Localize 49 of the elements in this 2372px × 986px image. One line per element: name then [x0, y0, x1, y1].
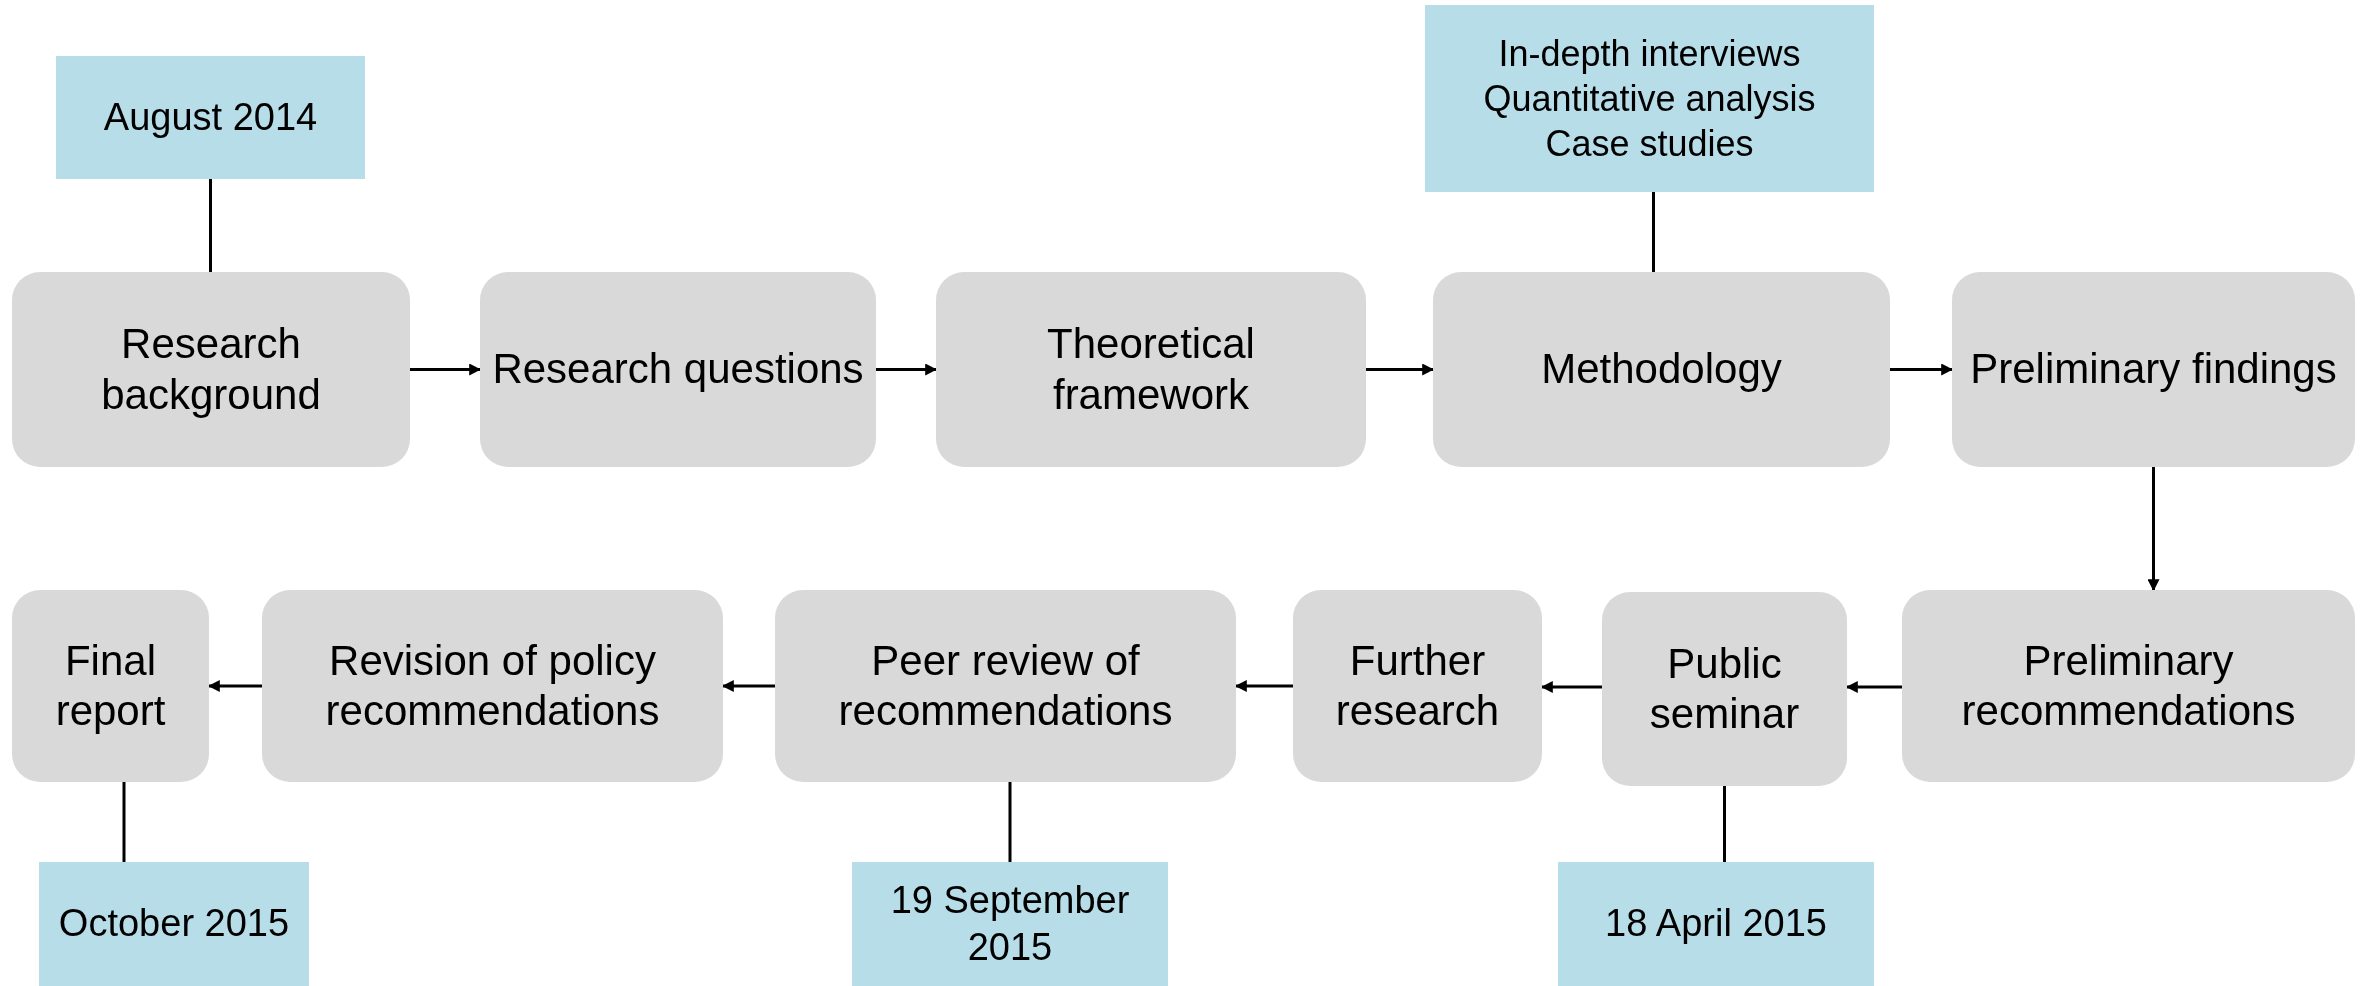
process-box [936, 272, 1366, 467]
date-box [39, 862, 309, 986]
box-label: Research background [100, 319, 322, 420]
connector-line [209, 179, 212, 272]
process-box [12, 272, 410, 467]
connector-line [122, 782, 126, 862]
box-label: Quantitative analysis [1483, 77, 1816, 121]
process-box [1602, 592, 1847, 786]
arrow [721, 680, 775, 692]
process-box [12, 590, 209, 782]
arrow [876, 363, 938, 376]
box-label: October 2015 [58, 901, 290, 947]
box-label: Research questions [492, 344, 864, 395]
box-label: Further research [1334, 635, 1501, 736]
connector-line [1008, 782, 1012, 862]
process-box [775, 590, 1236, 782]
process-box [1902, 590, 2355, 782]
arrow [1234, 680, 1293, 692]
box-label: Preliminary findings [1970, 344, 2337, 395]
box-label: Final report [54, 635, 167, 736]
connector-line [1723, 786, 1726, 862]
date-box [56, 56, 365, 179]
box-label: Methodology [1541, 344, 1782, 395]
process-box [1952, 272, 2355, 467]
box-label: August 2014 [103, 94, 318, 140]
method-box [1425, 5, 1874, 192]
box-label: Revision of policy recommendations [324, 635, 661, 736]
process-box [262, 590, 723, 782]
arrow [2147, 467, 2160, 592]
box-label: 19 September 2015 [889, 877, 1131, 970]
arrow [1890, 363, 1954, 376]
box-label: Peer review of recommendations [837, 635, 1174, 736]
box-label: Theoretical framework [1046, 319, 1256, 420]
date-box [852, 862, 1168, 986]
process-box [1293, 590, 1542, 782]
box-label: 18 April 2015 [1605, 901, 1827, 947]
box-label: In-depth interviews [1498, 32, 1801, 76]
process-box [1433, 272, 1890, 467]
process-box [480, 272, 876, 467]
date-box [1558, 862, 1874, 986]
arrow [207, 680, 262, 692]
arrow [410, 363, 482, 376]
box-label: Case studies [1545, 122, 1754, 166]
arrow [1845, 681, 1902, 693]
box-label: Preliminary recommendations [1960, 635, 2297, 736]
arrow [1366, 363, 1435, 376]
arrow [1540, 681, 1602, 693]
box-label: Public seminar [1648, 638, 1801, 739]
connector-line [1652, 192, 1655, 272]
